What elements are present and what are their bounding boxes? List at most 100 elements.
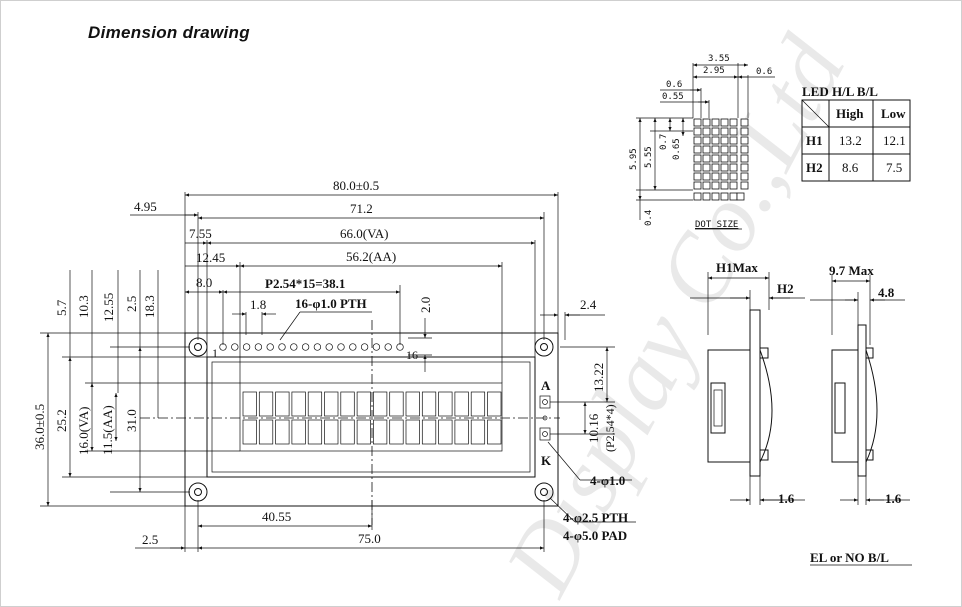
hole-top-right: [534, 337, 554, 357]
vertical-dimensions: 36.0±0.5 25.2 16.0(VA) 11.5(AA) 31.0 5.7…: [32, 270, 240, 507]
dot-cell-below: [711, 192, 720, 201]
led-pin-a-pad: [539, 395, 551, 409]
hole-bottom-left: [188, 482, 208, 502]
dot-cell: [702, 145, 711, 154]
char-cell-top: [389, 391, 404, 417]
connector-pin: [231, 343, 239, 351]
dot-cell: [711, 154, 720, 163]
led-table-row-h2-low: 7.5: [886, 160, 902, 175]
horizontal-dimensions: 80.0±0.5 4.95 71.2 7.55 66.0(VA) 12.45 5…: [130, 178, 605, 383]
dot-cell: [702, 181, 711, 190]
dot-cell: [720, 172, 729, 181]
dot-grid: [693, 118, 749, 201]
dim-pin-spacing: 1.8: [250, 297, 266, 312]
dim-left-offset-755: 7.55: [189, 226, 212, 241]
side-el-thick: 4.8: [878, 285, 895, 300]
led-pins: A K: [539, 378, 552, 468]
dot-cell: [711, 163, 720, 172]
side-el-caption: EL or NO B/L: [810, 550, 889, 565]
char-cell-bottom: [307, 419, 323, 445]
connector-pin: [242, 343, 251, 351]
dim-left-offset-495: 4.95: [134, 199, 157, 214]
led-table-caption: LED H/L B/L: [802, 84, 878, 99]
hole-top-left: [188, 337, 208, 357]
dot-cell: [711, 118, 720, 127]
dot-cell: [729, 118, 738, 127]
watermark-text: Display Co.,Ltd: [483, 19, 866, 607]
dot-cell: [720, 136, 729, 145]
dot-cell: [711, 145, 720, 154]
callout-pad: 4-φ5.0 PAD: [563, 528, 627, 543]
side-view-el: 9.7 Max 4.8 1.6 EL or NO B/L: [810, 263, 912, 566]
dim-bottom-offset: 2.5: [142, 532, 158, 547]
led-table-row-h2-label: H2: [806, 160, 823, 175]
dot-cell: [711, 181, 720, 190]
dot-cell: [720, 181, 729, 190]
dim-hole-pitch-v: 31.0: [124, 409, 139, 432]
dot-cell: [729, 154, 738, 163]
connector-pins: [219, 343, 404, 351]
dot-cell: [693, 127, 702, 136]
char-cell-top: [454, 391, 469, 417]
connector-pin: [360, 343, 369, 351]
connector-pin: [301, 343, 310, 351]
dot-cell: [702, 127, 711, 136]
viewing-area: [211, 361, 531, 473]
side-el-max: 9.7 Max: [829, 263, 874, 278]
dot-cell-next: [740, 181, 749, 190]
char-cell-bottom: [470, 419, 486, 445]
char-cell-bottom: [405, 419, 420, 445]
dot-cell: [729, 172, 738, 181]
dot-cell-next: [740, 163, 749, 172]
dot-cell: [693, 118, 702, 127]
char-cell-bottom: [258, 419, 274, 445]
connector-pin: [313, 343, 322, 351]
dot-cell-below: [729, 192, 738, 201]
dim-overall-width: 80.0±0.5: [333, 178, 379, 193]
dot-cell: [720, 145, 729, 154]
char-cell-bottom: [275, 419, 290, 445]
char-cell-top: [242, 391, 257, 417]
dot-cell: [720, 118, 729, 127]
dot-cell-below: [702, 192, 711, 201]
connector-pin: [384, 343, 392, 351]
connector-pin: [337, 343, 345, 351]
dot-cell: [693, 136, 702, 145]
dim-pin-offset: 8.0: [196, 275, 212, 290]
side-led-bottom: 1.6: [778, 491, 795, 506]
led-table: LED H/L B/L High Low H1 13.2 12.1 H2 8.6…: [801, 84, 911, 182]
dot-size-detail: 3.55 2.95 0.6 0.6 0.55 5.95 5.55 0.7 0.6…: [629, 54, 775, 230]
active-area: [239, 382, 503, 452]
dim-right-p254: (P2.54*4): [603, 404, 617, 452]
char-cell-top: [356, 391, 371, 417]
char-cell-bottom: [324, 419, 339, 445]
char-cell-top: [275, 391, 290, 417]
callout-small-holes: 4-φ1.0: [590, 473, 625, 488]
dim-va-height: 25.2: [54, 409, 69, 432]
led-table-header-high: High: [836, 106, 864, 121]
dot-cell: [693, 181, 702, 190]
char-cell-bottom: [438, 419, 453, 445]
callout-pth: 4-φ2.5 PTH: [563, 510, 628, 525]
dot-cell: [711, 127, 720, 136]
dot-cell-next: [740, 154, 749, 163]
dim-right-1016: 10.16: [586, 413, 601, 443]
watermark: Display Co.,Ltd: [483, 19, 866, 607]
pin-first-label: 1: [212, 346, 218, 360]
char-cell-bottom: [242, 419, 257, 445]
dot-cell: [720, 163, 729, 172]
connector-pin: [290, 343, 298, 351]
dot-cell: [720, 154, 729, 163]
char-cell-top: [258, 391, 274, 417]
dot-cell: [702, 163, 711, 172]
dot-cell-next: [740, 136, 749, 145]
dot-cell: [693, 172, 702, 181]
dot-h: 0.7: [659, 134, 669, 150]
dim-183: 18.3: [142, 295, 157, 318]
char-cell-top: [340, 391, 355, 417]
dot-w-gap: 0.6: [756, 67, 772, 77]
connector-pin: [254, 343, 263, 351]
side-led-h2: H2: [777, 281, 794, 296]
dot-cell-below: [736, 192, 745, 201]
